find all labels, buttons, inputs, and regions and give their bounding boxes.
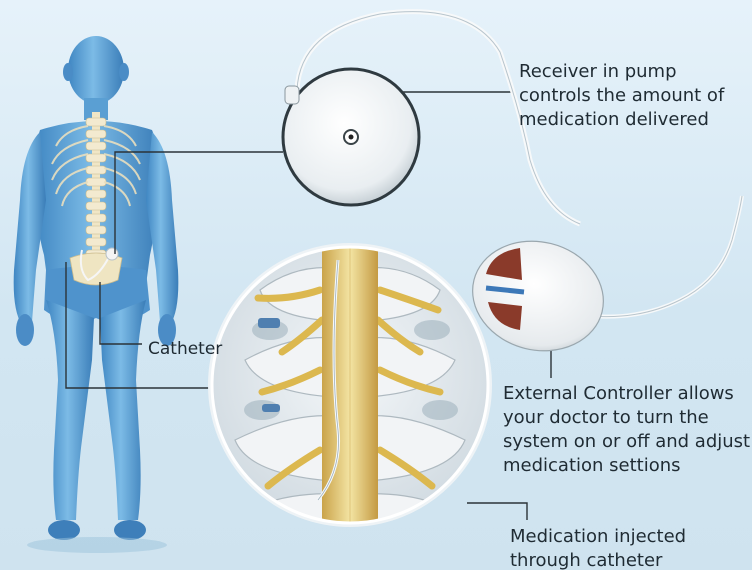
receiver-label-line-1: Receiver in pump bbox=[519, 60, 724, 84]
catheter-label: Catheter bbox=[148, 337, 222, 361]
medication-label-line-1: Medication injected bbox=[510, 525, 686, 549]
controller-label-line-3: system on or off and adjust bbox=[503, 430, 750, 454]
spine-closeup bbox=[210, 245, 490, 535]
controller-label: External Controller allows your doctor t… bbox=[503, 382, 750, 478]
controller-label-line-1: External Controller allows bbox=[503, 382, 750, 406]
medication-label: Medication injected through catheter bbox=[510, 525, 686, 570]
controller-label-line-2: your doctor to turn the bbox=[503, 406, 750, 430]
receiver-label-line-2: controls the amount of bbox=[519, 84, 724, 108]
external-controller bbox=[461, 196, 742, 364]
receiver-label-line-3: medication delivered bbox=[519, 108, 724, 132]
controller-label-line-4: medication settions bbox=[503, 454, 750, 478]
receiver-label: Receiver in pump controls the amount of … bbox=[519, 60, 724, 132]
medication-label-line-2: through catheter bbox=[510, 549, 686, 570]
